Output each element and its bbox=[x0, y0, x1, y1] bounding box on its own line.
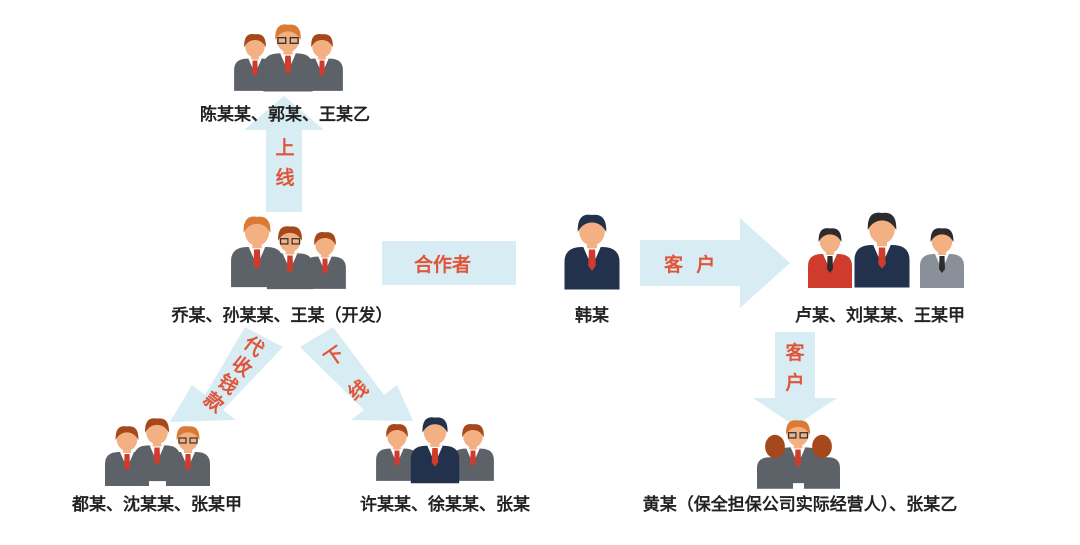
people-group-icon bbox=[231, 216, 346, 290]
arrow-down-left-collect bbox=[170, 327, 283, 422]
arrow-down-right-downline bbox=[300, 327, 413, 421]
relation-char: 户 bbox=[785, 372, 805, 394]
relation-char: 客 bbox=[785, 342, 805, 364]
relation-char: 线 bbox=[275, 167, 295, 189]
person-icon bbox=[854, 212, 910, 288]
relation-char: 下 bbox=[320, 342, 349, 372]
node-label-upline: 陈某某、郭某、王某乙 bbox=[200, 105, 370, 125]
person-icon bbox=[376, 423, 418, 481]
partner-bar bbox=[382, 241, 516, 285]
person-icon bbox=[304, 231, 346, 289]
person-back-icon bbox=[757, 434, 793, 489]
relation-label-downline: 下 线 bbox=[318, 340, 378, 410]
person-icon bbox=[564, 214, 620, 290]
arrow-up-upline bbox=[244, 96, 324, 212]
node-label-han: 韩某 bbox=[575, 306, 609, 326]
relation-label-client-horizontal: 客 户 bbox=[664, 254, 716, 276]
person-icon bbox=[263, 24, 313, 92]
node-label-developers: 乔某、孙某某、王某（开发） bbox=[171, 306, 393, 326]
person-icon bbox=[166, 426, 210, 486]
person-icon bbox=[774, 420, 822, 484]
person-icon bbox=[920, 228, 964, 288]
relation-char: 线 bbox=[344, 376, 373, 406]
node-label-clients: 卢某、刘某某、王某甲 bbox=[795, 306, 965, 326]
people-group-icon bbox=[376, 417, 494, 484]
person-icon bbox=[808, 228, 852, 288]
relation-char: 上 bbox=[275, 137, 295, 159]
arrow-right-client bbox=[640, 218, 790, 308]
person-icon bbox=[231, 216, 283, 288]
person-back-icon bbox=[804, 434, 840, 489]
node-label-collect-group: 都某、沈某某、张某甲 bbox=[72, 495, 242, 515]
people-group-icon bbox=[808, 212, 964, 288]
node-label-guarantor: 黄某（保全担保公司实际经营人）、张某乙 bbox=[642, 495, 958, 515]
node-label-downline: 许某某、徐某某、张某 bbox=[360, 495, 530, 515]
relation-label-upline: 上 线 bbox=[274, 133, 296, 193]
people-group-icon bbox=[234, 24, 343, 92]
arrow-down-client bbox=[753, 332, 837, 426]
businessman-icon bbox=[564, 214, 620, 290]
people-meeting-icon bbox=[757, 420, 840, 489]
person-icon bbox=[410, 417, 460, 484]
people-group-icon bbox=[105, 418, 210, 486]
person-icon bbox=[452, 423, 494, 481]
relation-label-collect: 代 收 钱 款 bbox=[193, 332, 268, 417]
relation-label-partner: 合作者 bbox=[414, 254, 472, 276]
relation-label-client-vertical: 客 户 bbox=[784, 338, 806, 398]
